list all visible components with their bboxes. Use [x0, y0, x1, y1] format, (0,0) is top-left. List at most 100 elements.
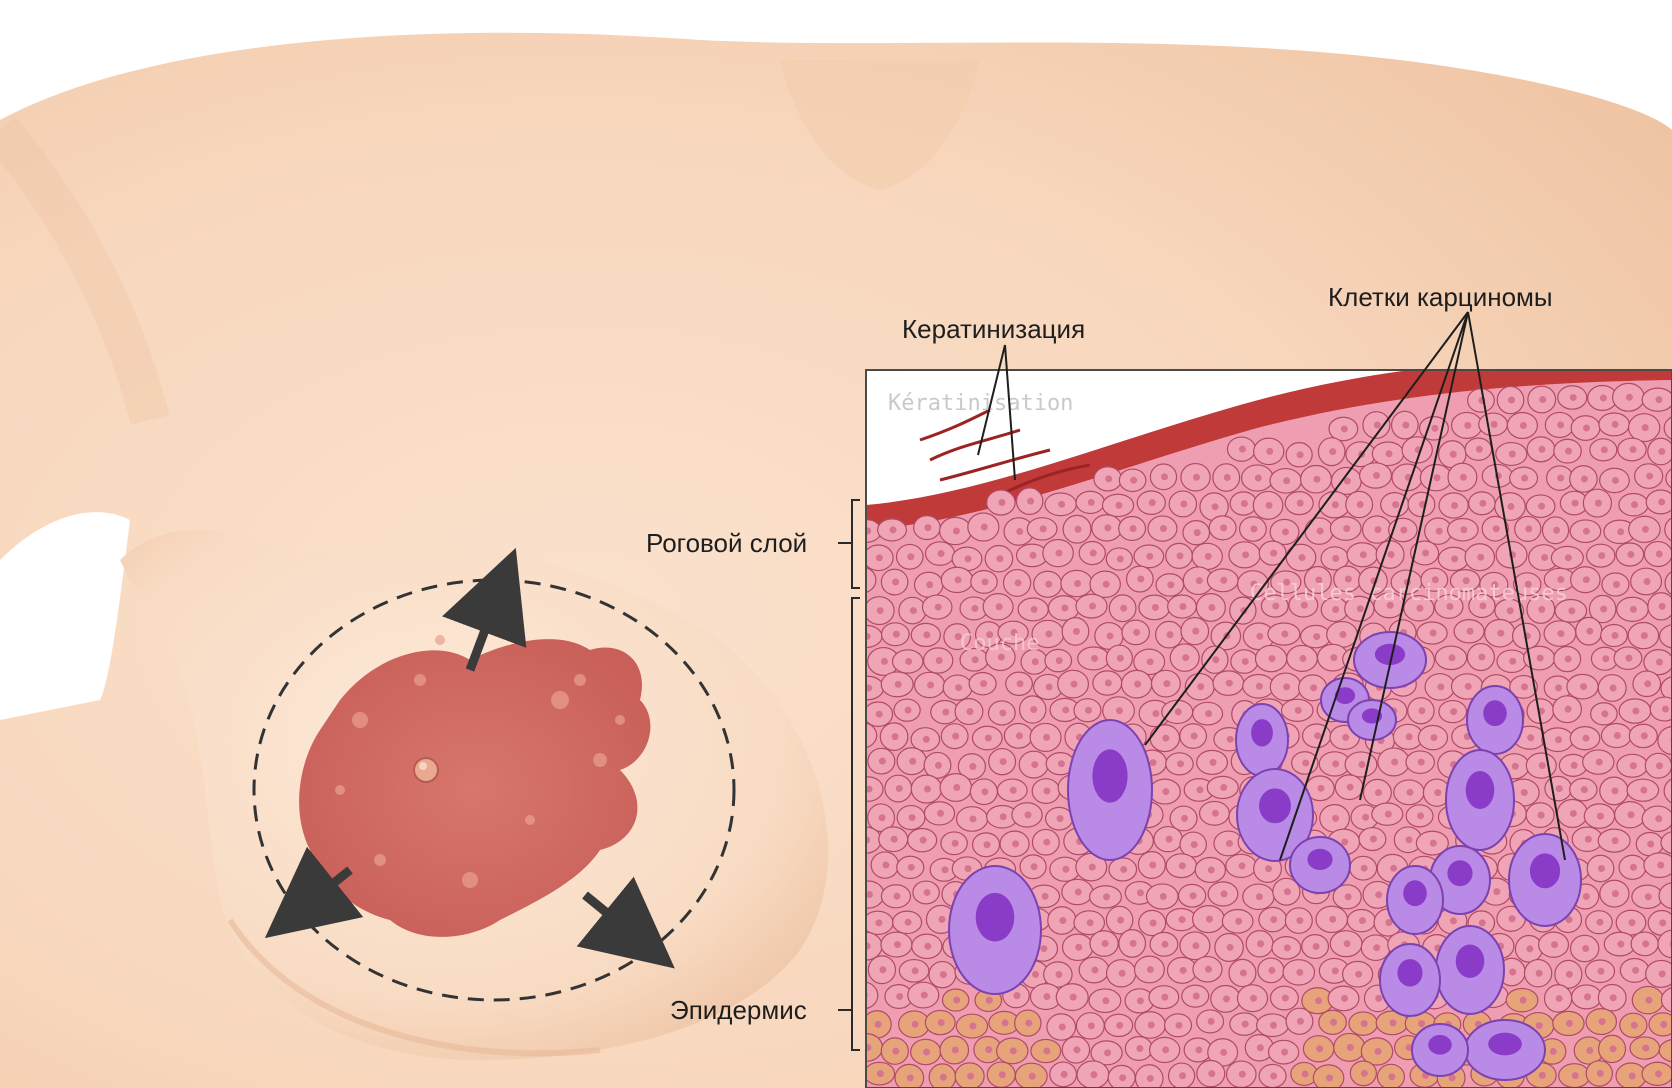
cell-nucleus	[985, 735, 992, 742]
cell-nucleus	[1032, 658, 1039, 665]
cell-nucleus	[953, 997, 960, 1004]
cell-nucleus	[1152, 710, 1159, 717]
cell-nucleus	[924, 943, 931, 950]
cell-nucleus	[1270, 916, 1277, 923]
cell-nucleus	[1197, 683, 1204, 690]
cell-nucleus	[1342, 734, 1349, 741]
cell-nucleus	[893, 631, 900, 638]
cell-nucleus	[1617, 528, 1624, 535]
cell-nucleus	[1341, 425, 1348, 432]
cell-nucleus	[1270, 550, 1277, 557]
cell-nucleus	[1300, 655, 1307, 662]
cell-nucleus	[1314, 732, 1321, 739]
cell-nucleus	[1150, 919, 1157, 926]
cell-nucleus	[1315, 997, 1322, 1004]
cell-nucleus	[1581, 786, 1588, 793]
cell-nucleus	[1002, 1019, 1009, 1026]
cell-nucleus	[1179, 603, 1186, 610]
cell-nucleus	[1224, 474, 1231, 481]
cell-nucleus	[1611, 632, 1618, 639]
cell-nucleus	[1629, 1072, 1636, 1079]
cell-nucleus	[1538, 606, 1545, 613]
cell-nucleus	[1117, 655, 1124, 662]
cell-nucleus	[1117, 917, 1124, 924]
cell-nucleus	[1090, 550, 1097, 557]
cell-nucleus	[1610, 1045, 1617, 1052]
cell-nucleus	[1656, 551, 1663, 558]
cell-nucleus	[905, 658, 912, 665]
cell-nucleus	[1043, 734, 1050, 741]
cell-nucleus	[1147, 966, 1154, 973]
cell-nucleus	[1658, 498, 1665, 505]
cell-nucleus	[1031, 606, 1038, 613]
cell-nucleus	[1071, 681, 1078, 688]
cell-nucleus	[1000, 758, 1007, 765]
cell-nucleus	[1467, 628, 1474, 635]
cell-nucleus	[1437, 683, 1444, 690]
cell-nucleus	[1430, 734, 1437, 741]
cell-nucleus	[1137, 576, 1144, 583]
cell-nucleus	[1059, 1023, 1066, 1030]
cell-nucleus	[1040, 525, 1047, 532]
cell-nucleus	[927, 681, 934, 688]
cell-nucleus	[1179, 862, 1186, 869]
cell-nucleus	[1015, 579, 1022, 586]
cell-nucleus	[1075, 944, 1082, 951]
cell-nucleus	[877, 607, 884, 614]
cell-nucleus	[1180, 967, 1187, 974]
cell-nucleus	[1235, 918, 1242, 925]
cell-nucleus	[1386, 450, 1393, 457]
cell-nucleus	[1357, 501, 1364, 508]
cell-nucleus	[1598, 865, 1605, 872]
cell-nucleus	[1565, 706, 1572, 713]
cell-nucleus	[1027, 498, 1034, 505]
cell-nucleus	[1553, 527, 1560, 534]
cell-nucleus	[1205, 553, 1212, 560]
cell-nucleus	[924, 524, 931, 531]
cell-nucleus	[905, 919, 912, 926]
cell-nucleus	[1568, 607, 1575, 614]
cell-nucleus	[952, 733, 959, 740]
cell-nucleus	[1283, 683, 1290, 690]
cell-nucleus	[1656, 762, 1663, 769]
cell-nucleus	[1160, 525, 1167, 532]
cell-nucleus	[1208, 866, 1215, 873]
carcinoma-nucleus	[1092, 749, 1127, 802]
cell-nucleus	[1340, 631, 1347, 638]
cell-nucleus	[1612, 421, 1619, 428]
cell-nucleus	[1190, 892, 1197, 899]
cell-nucleus	[1600, 394, 1607, 401]
cell-nucleus	[1614, 732, 1621, 739]
cell-nucleus	[1361, 1070, 1368, 1077]
cell-nucleus	[1566, 971, 1573, 978]
cell-nucleus	[1162, 1046, 1169, 1053]
cell-nucleus	[1269, 655, 1276, 662]
cell-nucleus	[1250, 525, 1257, 532]
cell-nucleus	[924, 889, 931, 896]
cell-nucleus	[1565, 554, 1572, 561]
cell-nucleus	[1196, 786, 1203, 793]
cell-nucleus	[1525, 525, 1532, 532]
cell-nucleus	[1417, 812, 1424, 819]
cell-nucleus	[1406, 789, 1413, 796]
cell-nucleus	[1451, 502, 1458, 509]
cell-nucleus	[1016, 528, 1023, 535]
cell-nucleus	[1521, 475, 1528, 482]
cell-nucleus	[1179, 916, 1186, 923]
cell-nucleus	[984, 841, 991, 848]
cell-nucleus	[967, 1073, 974, 1080]
cell-nucleus	[1385, 811, 1392, 818]
cell-nucleus	[981, 578, 988, 585]
cell-nucleus	[938, 550, 945, 557]
cell-nucleus	[942, 709, 949, 716]
cell-nucleus	[1103, 581, 1110, 588]
cell-nucleus	[955, 684, 962, 691]
carcinoma-nucleus	[976, 893, 1015, 942]
cell-nucleus	[952, 1047, 959, 1054]
label-carcinoma-cells: Клетки карциномы	[1328, 282, 1553, 312]
cell-nucleus	[893, 893, 900, 900]
cell-nucleus	[1257, 1044, 1264, 1051]
cell-nucleus	[1297, 500, 1304, 507]
carcinoma-nucleus	[1428, 1035, 1452, 1055]
